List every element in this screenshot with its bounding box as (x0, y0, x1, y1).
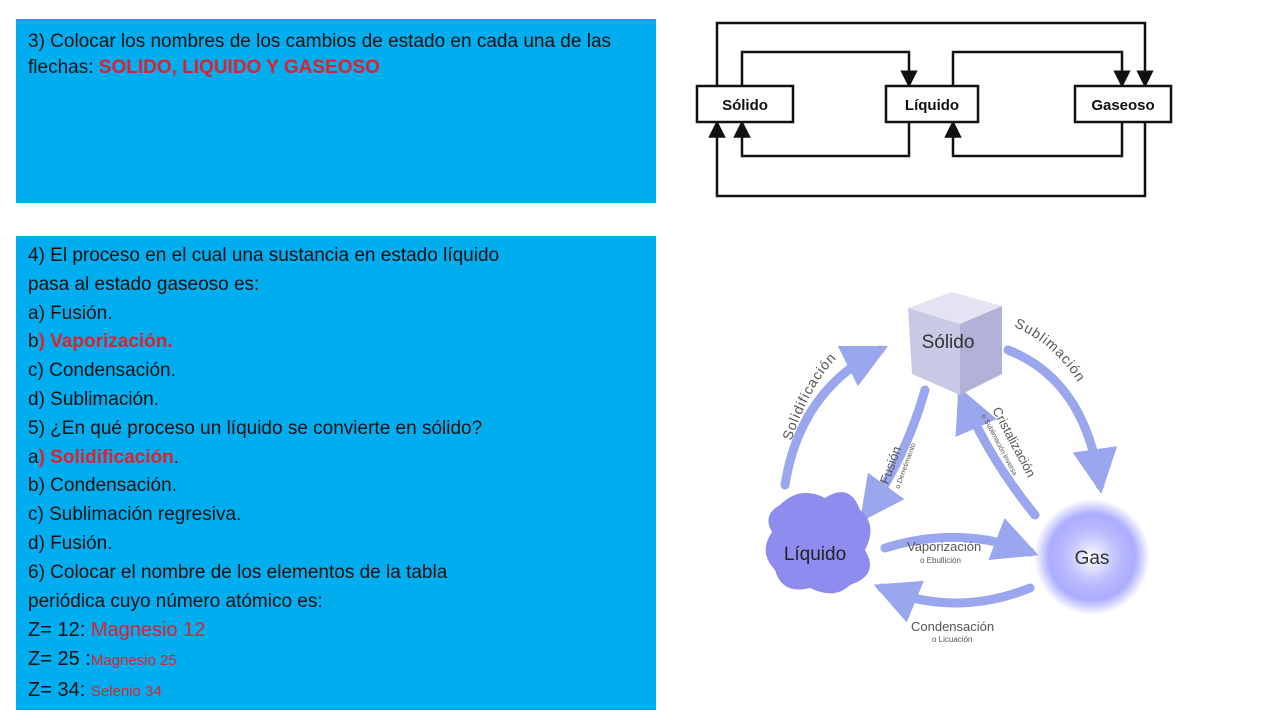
box-solid: Sólido (695, 84, 795, 124)
box-liquid-label: Líquido (905, 97, 959, 114)
q5-option-c: c) Sublimación regresiva. (28, 504, 242, 526)
arrow-fusion (859, 385, 930, 523)
questions-4-6-panel: 4) El proceso en el cual una sustancia e… (16, 236, 656, 710)
question-3-answer: SOLIDO, LIQUIDO Y GASEOSO (98, 57, 380, 78)
box-gas: Gaseoso (1073, 84, 1173, 124)
cycle-liquid-label: Líquido (784, 544, 846, 565)
q4-option-b-answer: ) Vaporización. (38, 331, 173, 353)
arrow-liquid-to-solid (733, 120, 911, 158)
box-liquid: Líquido (884, 84, 980, 124)
label-solidification: Solidificación (779, 349, 838, 442)
q5-option-a-answer: ) Solidificación (38, 446, 174, 468)
q6-line-1: 6) Colocar el nombre de los elementos de… (28, 561, 448, 583)
arrow-solid-to-liquid (740, 50, 918, 88)
label-condensation: Condensación (911, 619, 994, 634)
z12-label: Z= 12: (28, 619, 91, 642)
arrow-sublimation (1003, 345, 1118, 494)
z34-row: Z= 34: Selenio 34 (28, 676, 644, 707)
q4-option-b: b) Vaporización. (28, 328, 644, 357)
q6-line-2: periódica cuyo número atómico es: (28, 590, 323, 612)
states-box-diagram: Sólido Líquido Gaseoso (695, 21, 1173, 198)
arrow-liquid-to-gas (951, 50, 1131, 88)
arrow-solid-to-gas (715, 21, 1154, 88)
q4-line-2: pasa al estado gaseoso es: (28, 273, 260, 295)
solid-cube: Sólido (908, 292, 1002, 395)
z34-label: Z= 34: (28, 678, 91, 701)
label-vaporization-sub: o Ebullición (920, 556, 961, 565)
phase-cycle-diagram: Sólido Líquido Gas Solidificación Sublim… (765, 292, 1150, 644)
cycle-solid-label: Sólido (922, 332, 975, 353)
arrow-solidification (780, 345, 889, 490)
q4-line-1: 4) El proceso en el cual una sustancia e… (28, 245, 500, 266)
question-3-panel: 3) Colocar los nombres de los cambios de… (16, 19, 656, 203)
q4-option-b-prefix: b (28, 331, 39, 353)
question-3-text: 3) Colocar los nombres de los cambios de… (28, 31, 612, 78)
label-condensation-sub: o Licuación (932, 635, 972, 644)
z34-answer: Selenio 34 (90, 682, 162, 700)
arrow-condensation (873, 580, 1035, 623)
q5-option-a-prefix: a (28, 446, 39, 468)
q5-option-b: b) Condensación. (28, 475, 177, 497)
z25-answer: Magnesio 25 (90, 652, 177, 670)
box-gas-label: Gaseoso (1091, 97, 1154, 114)
z12-row: Z= 12: Magnesio 12 (28, 616, 644, 645)
arrow-vaporization (880, 518, 1039, 561)
gas-glow: Gas (1034, 499, 1150, 615)
q4-option-c: c) Condensación. (28, 360, 176, 382)
cycle-gas-label: Gas (1075, 548, 1110, 569)
liquid-blob: Líquido (765, 492, 871, 594)
box-solid-label: Sólido (722, 97, 768, 114)
q5-question: 5) ¿En qué proceso un líquido se convier… (28, 417, 483, 439)
arrow-gas-to-liquid (944, 120, 1124, 158)
z25-label: Z= 25 : (28, 648, 91, 671)
q4-option-d: d) Sublimación. (28, 388, 159, 410)
q4-option-a: a) Fusión. (28, 302, 113, 324)
q5-option-d: d) Fusión. (28, 532, 113, 554)
z25-row: Z= 25 :Magnesio 25 (28, 645, 644, 676)
arrow-gas-to-solid (708, 120, 1147, 198)
z12-answer: Magnesio 12 (90, 619, 206, 642)
q5-option-a-dot: . (173, 446, 179, 468)
q5-option-a: a) Solidificación. (28, 444, 644, 473)
svg-text:Solidificación: Solidificación (779, 349, 839, 442)
arrow-crystallization (955, 386, 1040, 520)
label-vaporization: Vaporización (907, 539, 981, 554)
